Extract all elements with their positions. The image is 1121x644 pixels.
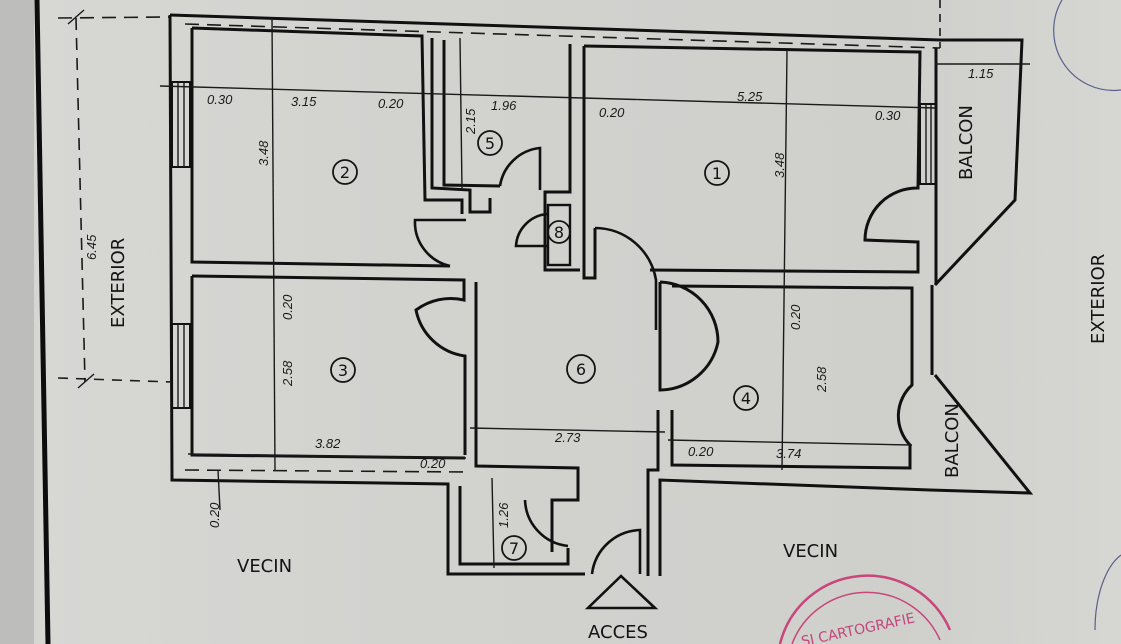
svg-text:4: 4 — [741, 389, 751, 408]
dim-bottom-wall: 0.20 — [207, 502, 222, 528]
room-5-inner — [442, 40, 501, 188]
window-room-1 — [919, 103, 937, 185]
dim-wall-5-1: 0.20 — [599, 105, 625, 120]
room-6-marker: 6 — [566, 354, 596, 384]
svg-text:2: 2 — [340, 163, 350, 182]
entrance-door — [590, 528, 642, 575]
dim-room2-height: 3.48 — [256, 140, 271, 166]
dim-mid-wall-left: 0.20 — [280, 294, 295, 320]
dim-balcony-width: 1.15 — [968, 66, 994, 81]
dimension-lines — [159, 17, 1030, 569]
room-5-right-wall — [543, 44, 580, 272]
dim-wall-6-4: 0.20 — [688, 444, 714, 459]
dim-top-wall-left: 0.30 — [207, 92, 233, 107]
dim-room6-width: 2.73 — [554, 430, 581, 445]
dim-room1-height: 3.48 — [772, 152, 787, 178]
label-balcony-bottom: BALCON — [942, 403, 963, 478]
room-8-marker: 8 — [547, 220, 571, 244]
dim-wall-2-5: 0.20 — [378, 96, 404, 111]
dim-room7-height: 1.26 — [496, 502, 511, 528]
room-6-left-wall — [474, 282, 580, 552]
door-room-1 — [594, 226, 658, 330]
svg-text:7: 7 — [509, 539, 519, 558]
room-3-walls — [191, 274, 467, 455]
stamp: SI CARTOGRAFIE — [778, 574, 952, 644]
room-1-walls — [583, 44, 922, 274]
room-2-left-wall — [190, 28, 451, 268]
window-room-3 — [171, 323, 191, 409]
label-exterior-right: EXTERIOR — [1088, 254, 1109, 344]
room-6-right-wall — [646, 410, 660, 576]
door-room-4 — [658, 280, 720, 392]
page-edge-line — [34, 0, 51, 644]
door-room-7 — [523, 499, 569, 548]
door-room-5 — [498, 146, 542, 190]
dim-room3-width: 3.82 — [315, 436, 341, 451]
dim-room4-width: 3.74 — [776, 446, 801, 461]
signature-mark — [1094, 554, 1121, 631]
window-room-2 — [171, 81, 191, 168]
room-2-marker: 2 — [332, 159, 358, 185]
dim-room1-width: 5.25 — [737, 89, 763, 104]
dim-room3-height: 2.58 — [280, 360, 295, 387]
room-5-marker: 5 — [477, 130, 503, 156]
outer-walls — [168, 0, 1034, 576]
svg-text:8: 8 — [554, 223, 564, 242]
svg-text:6: 6 — [576, 360, 586, 379]
svg-text:SI CARTOGRAFIE: SI CARTOGRAFIE — [800, 610, 917, 644]
room-1-left-wall — [582, 46, 597, 280]
room-5-walls — [430, 38, 492, 214]
label-neighbor-left: VECIN — [237, 556, 292, 577]
dim-mid-wall-right: 0.20 — [788, 304, 803, 330]
dim-right-wall: 0.30 — [875, 108, 901, 123]
access-arrow-icon — [584, 574, 659, 610]
room-4-marker: 4 — [733, 385, 759, 411]
room-3-marker: 3 — [330, 357, 356, 383]
svg-text:1: 1 — [712, 164, 722, 183]
dim-room5-width: 1.96 — [491, 98, 517, 113]
dim-total-height: 6.45 — [84, 234, 99, 260]
room-2-walls — [191, 26, 464, 214]
svg-text:3: 3 — [338, 361, 348, 380]
label-access: ACCES — [588, 622, 648, 643]
label-neighbor-right: VECIN — [783, 541, 838, 562]
dim-room5-height: 2.15 — [463, 108, 478, 135]
page-margin — [0, 0, 34, 644]
dim-wall-3-6: 0.20 — [420, 456, 446, 471]
label-balcony-top: BALCON — [956, 105, 977, 180]
signature-mark — [1053, 0, 1121, 92]
dim-room2-width: 3.15 — [291, 94, 317, 109]
room-7-walls — [458, 486, 570, 566]
dim-room4-height: 2.58 — [814, 366, 829, 393]
room-1-marker: 1 — [704, 160, 730, 186]
room-7-marker: 7 — [501, 535, 527, 561]
overall-height-dimension: 6.45 — [57, 9, 173, 389]
label-exterior-left: EXTERIOR — [108, 238, 129, 328]
door-room-2 — [413, 218, 466, 268]
svg-text:5: 5 — [485, 134, 495, 153]
